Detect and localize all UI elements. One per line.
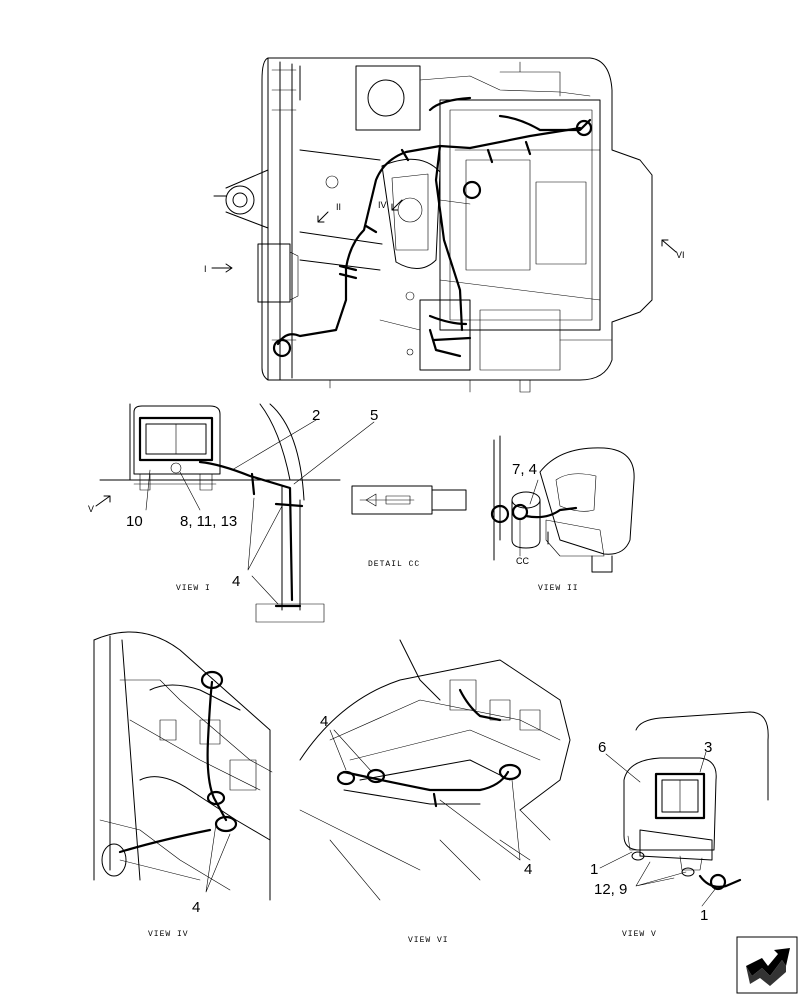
callout-view5-3: 3 (704, 739, 712, 756)
view-arrow-label-vi: VI (676, 250, 685, 260)
callout-view6-4-bottom: 4 (524, 861, 532, 878)
view-label-view-5: VIEW V (622, 930, 657, 939)
view-4-drawing (93, 631, 273, 901)
callout-view1-4: 4 (232, 573, 240, 590)
callout-view1-5: 5 (370, 407, 378, 424)
view-arrow-label-v: V (88, 504, 94, 514)
callout-view4-4: 4 (192, 899, 200, 916)
view-5-drawing (599, 711, 769, 907)
view-2-drawing (490, 435, 635, 573)
callout-view1-10: 10 (126, 513, 143, 530)
view-label-view-6: VIEW VI (408, 936, 449, 945)
detail-cc-drawing (351, 485, 467, 515)
view-arrow-label-i: I (204, 264, 207, 274)
callout-view5-6: 6 (598, 739, 606, 756)
next-page-button[interactable] (736, 936, 798, 994)
callout-view2-7-4: 7, 4 (512, 461, 537, 478)
overview-frame-drawing (211, 57, 677, 393)
callout-view5-1-left: 1 (590, 861, 598, 878)
callout-view5-12-9: 12, 9 (594, 881, 627, 898)
view-label-view-1: VIEW I (176, 584, 211, 593)
callout-view2-cc: CC (516, 556, 529, 566)
view-label-view-2: VIEW II (538, 584, 579, 593)
callout-view1-8-11-13: 8, 11, 13 (180, 513, 237, 530)
callout-view5-1-right: 1 (700, 907, 708, 924)
callout-view1-2: 2 (312, 407, 320, 424)
view-label-view-4: VIEW IV (148, 930, 189, 939)
view-arrow-label-ii: II (336, 202, 341, 212)
view-label-detail-cc: DETAIL CC (368, 560, 420, 569)
view-6-drawing (299, 639, 571, 901)
callout-view6-4-top: 4 (320, 713, 328, 730)
view-1-drawing (95, 403, 375, 623)
next-page-arrow-icon (736, 936, 798, 994)
view-arrow-label-iv: IV (378, 200, 387, 210)
